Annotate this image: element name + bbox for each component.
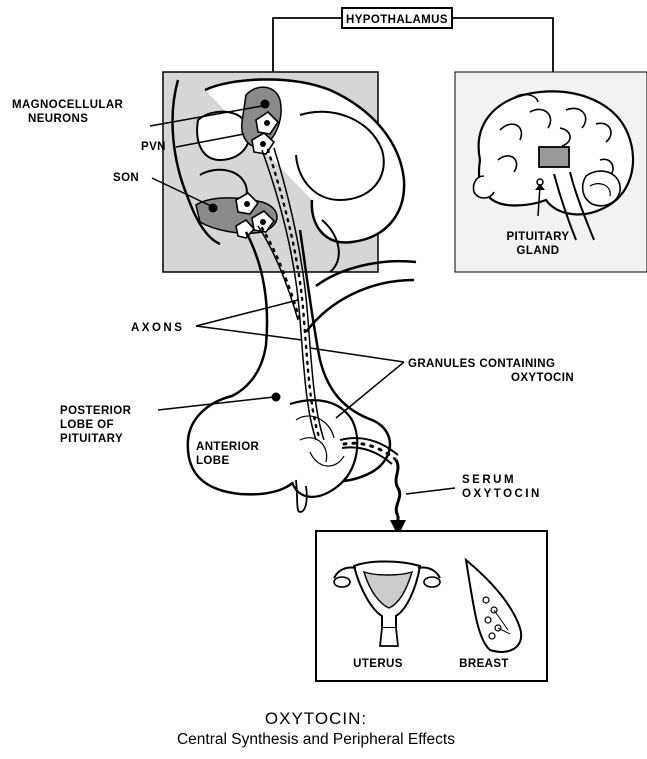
breast-label: BREAST: [459, 658, 509, 670]
pvn-label: PVN: [141, 141, 166, 153]
hypothalamus-connector-left: [273, 18, 342, 72]
caption: OXYTOCIN: Central Synthesis and Peripher…: [177, 709, 455, 748]
posterior-label-line2: LOBE OF: [60, 419, 114, 431]
brain-inset: PITUITARY GLAND: [455, 72, 647, 272]
son-label: SON: [113, 172, 139, 184]
ovary-left: [334, 577, 350, 587]
axons-leader: [196, 326, 302, 340]
granules-leader: [310, 348, 404, 362]
neuron-nucleus: [260, 141, 266, 147]
mammary-lobule: [483, 597, 489, 603]
neuron-nucleus: [244, 201, 250, 207]
tissue-outline: [306, 280, 414, 332]
mammary-lobule: [489, 633, 495, 639]
posterior-leader: [158, 397, 274, 410]
pvn-marker: [261, 100, 270, 109]
posterior-label-line1: POSTERIOR: [60, 405, 132, 417]
serum-label-line2: OXYTOCIN: [462, 488, 542, 500]
magnocellular-label-line2: NEURONS: [28, 113, 88, 125]
hypothalamus-marker-box: [539, 147, 569, 167]
target-organs-frame: [316, 531, 547, 681]
ovary-right: [424, 577, 440, 587]
anterior-label-line1: ANTERIOR: [196, 441, 260, 453]
axons-leader: [196, 300, 298, 326]
serum-label-line1: SERUM: [462, 474, 516, 486]
pituitary-gland-label-line1: PITUITARY: [506, 231, 569, 243]
uterus-label: UTERUS: [353, 658, 403, 670]
mammary-lobule: [485, 617, 491, 623]
neuron-nucleus: [260, 219, 266, 225]
granules-label-line1: GRANULES CONTAINING: [408, 358, 555, 370]
target-organs-box: UTERUS BREAST: [316, 531, 547, 681]
caption-subtitle: Central Synthesis and Peripheral Effects: [177, 731, 455, 748]
cerebellum-outline: [583, 171, 621, 206]
hypothalamus-label: HYPOTHALAMUS: [346, 14, 448, 26]
posterior-label-line3: PITUITARY: [60, 433, 123, 445]
serum-oxytocin-arrow: [390, 460, 455, 536]
granules-label-line2: OXYTOCIN: [511, 372, 574, 384]
serum-path: [396, 460, 400, 516]
hypothalamus-region: [163, 72, 404, 272]
cervix: [380, 628, 398, 646]
anterior-lobe-shape: [290, 400, 357, 497]
pituitary-gland-label-line2: GLAND: [517, 245, 560, 257]
granules-leader: [336, 362, 404, 418]
anterior-label-line2: LOBE: [196, 455, 230, 467]
magnocellular-label-line1: MAGNOCELLULAR: [12, 99, 124, 111]
neuron-nucleus: [264, 120, 270, 126]
axons-label: AXONS: [131, 322, 184, 334]
caption-title: OXYTOCIN:: [265, 709, 367, 728]
tissue-outline: [197, 112, 249, 160]
serum-leader-line: [406, 488, 455, 494]
